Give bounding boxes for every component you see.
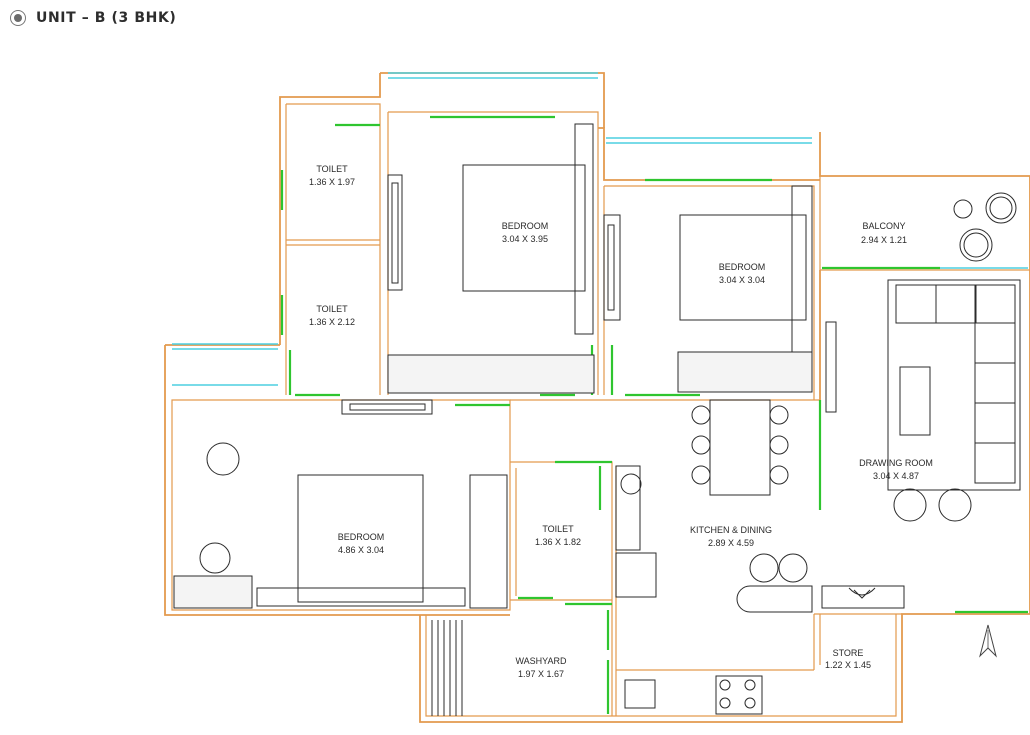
room-toilet2-size: 1.36 X 2.12 xyxy=(309,317,355,327)
radio-dot xyxy=(14,14,22,22)
room-washyard-name: WASHYARD xyxy=(515,656,567,666)
hob xyxy=(715,675,763,715)
room-toilet2-name: TOILET xyxy=(316,304,348,314)
room-toilet3-name: TOILET xyxy=(542,524,574,534)
unit-header[interactable]: UNIT – B (3 BHK) xyxy=(10,6,176,30)
bedside-1 xyxy=(574,123,594,335)
north-arrow-icon xyxy=(979,624,997,658)
room-bedroom1-name: BEDROOM xyxy=(502,221,549,231)
room-bedroom1-size: 3.04 X 3.95 xyxy=(502,234,548,244)
room-bedroom3-name: BEDROOM xyxy=(338,532,385,542)
room-bedroom3-size: 4.86 X 3.04 xyxy=(338,545,384,555)
bed-2 xyxy=(679,214,807,321)
room-bedroom2-size: 3.04 X 3.04 xyxy=(719,275,765,285)
study-desk xyxy=(173,575,253,609)
coffee-table xyxy=(899,366,931,436)
sink xyxy=(624,679,656,709)
wardrobe-1 xyxy=(387,354,595,394)
room-store-size: 1.22 X 1.45 xyxy=(825,660,871,670)
room-bedroom2-name: BEDROOM xyxy=(719,262,766,272)
sofa xyxy=(887,279,1021,491)
room-store-name: STORE xyxy=(833,648,864,658)
room-toilet1-size: 1.36 X 1.97 xyxy=(309,177,355,187)
bed-1 xyxy=(462,164,586,292)
room-toilet3-size: 1.36 X 1.82 xyxy=(535,537,581,547)
wardrobe-2 xyxy=(677,351,813,393)
room-kitchen-size: 2.89 X 4.59 xyxy=(708,538,754,548)
dining-table xyxy=(709,399,771,496)
room-washyard-size: 1.97 X 1.67 xyxy=(518,669,564,679)
windows xyxy=(280,115,1028,714)
room-drawing-name: DRAWING ROOM xyxy=(859,458,933,468)
bed-3 xyxy=(297,474,424,603)
room-balcony-size: 2.94 X 1.21 xyxy=(861,235,907,245)
room-toilet1-name: TOILET xyxy=(316,164,348,174)
room-labels: TOILET 1.36 X 1.97 TOILET 1.36 X 2.12 BE… xyxy=(309,164,933,679)
radio-selected-icon[interactable] xyxy=(10,10,26,26)
room-balcony-name: BALCONY xyxy=(862,221,905,231)
unit-title: UNIT – B (3 BHK) xyxy=(36,10,177,26)
furniture xyxy=(173,123,1021,716)
room-kitchen-name: KITCHEN & DINING xyxy=(690,525,772,535)
room-drawing-size: 3.04 X 4.87 xyxy=(873,471,919,481)
